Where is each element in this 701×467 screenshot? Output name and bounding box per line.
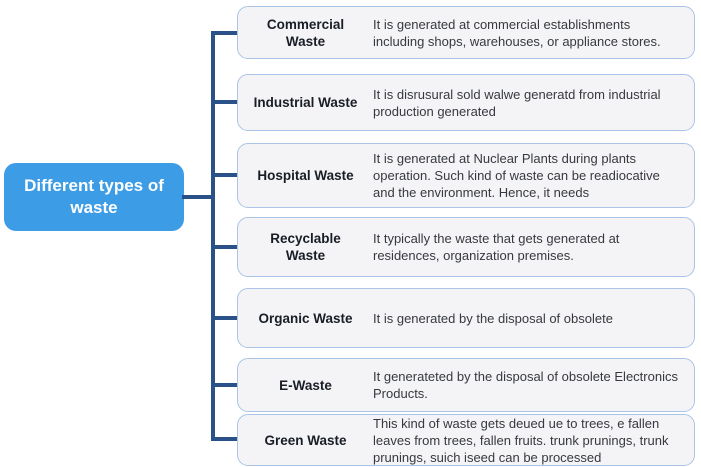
- connector-trunk-line: [211, 31, 215, 441]
- node-description: It typically the waste that gets generat…: [373, 231, 620, 263]
- node-label: Green Waste: [264, 432, 347, 448]
- node-label: Organic Waste: [258, 310, 353, 326]
- node-label: Industrial Waste: [253, 95, 358, 110]
- node-label: Hospital Waste: [257, 168, 354, 183]
- node-recyclable-waste: Recyclable Waste It typically the waste …: [237, 217, 695, 277]
- node-label: Recyclable Waste: [270, 231, 341, 263]
- node-hospital-waste: Hospital Waste It is generated at Nuclea…: [237, 143, 695, 208]
- connector-branch-e-waste: [213, 383, 238, 387]
- node-description: It is generated at Nuclear Plants during…: [373, 151, 660, 200]
- node-description: It is generated by the disposal of obsol…: [373, 310, 613, 326]
- connector-branch-hospital: [213, 173, 238, 177]
- connector-branch-organic: [213, 316, 238, 320]
- node-industrial-waste: Industrial Waste It is disrusural sold w…: [237, 74, 695, 131]
- connector-branch-recyclable: [213, 245, 238, 249]
- connector-branch-industrial: [213, 100, 238, 104]
- node-label: E-Waste: [279, 377, 332, 393]
- root-node-title: Different types of waste: [24, 176, 164, 217]
- node-organic-waste: Organic Waste It is generated by the dis…: [237, 288, 695, 348]
- node-commercial-waste: Commercial Waste It is generated at comm…: [237, 6, 695, 59]
- connector-branch-commercial: [213, 31, 238, 35]
- node-description: This kind of waste gets deued ue to tree…: [373, 415, 669, 465]
- node-description: It is disrusural sold walwe generatd fro…: [373, 86, 661, 119]
- node-e-waste: E-Waste It generateted by the disposal o…: [237, 358, 695, 412]
- node-green-waste: Green Waste This kind of waste gets deue…: [237, 414, 695, 466]
- node-label: Commercial Waste: [266, 16, 345, 49]
- connector-branch-green: [213, 437, 238, 441]
- root-node-different-types-of-waste: Different types of waste: [4, 163, 184, 231]
- node-description: It is generated at commercial establishm…: [373, 16, 661, 49]
- node-description: It generateted by the disposal of obsole…: [373, 369, 678, 401]
- connector-root-stub: [182, 195, 213, 199]
